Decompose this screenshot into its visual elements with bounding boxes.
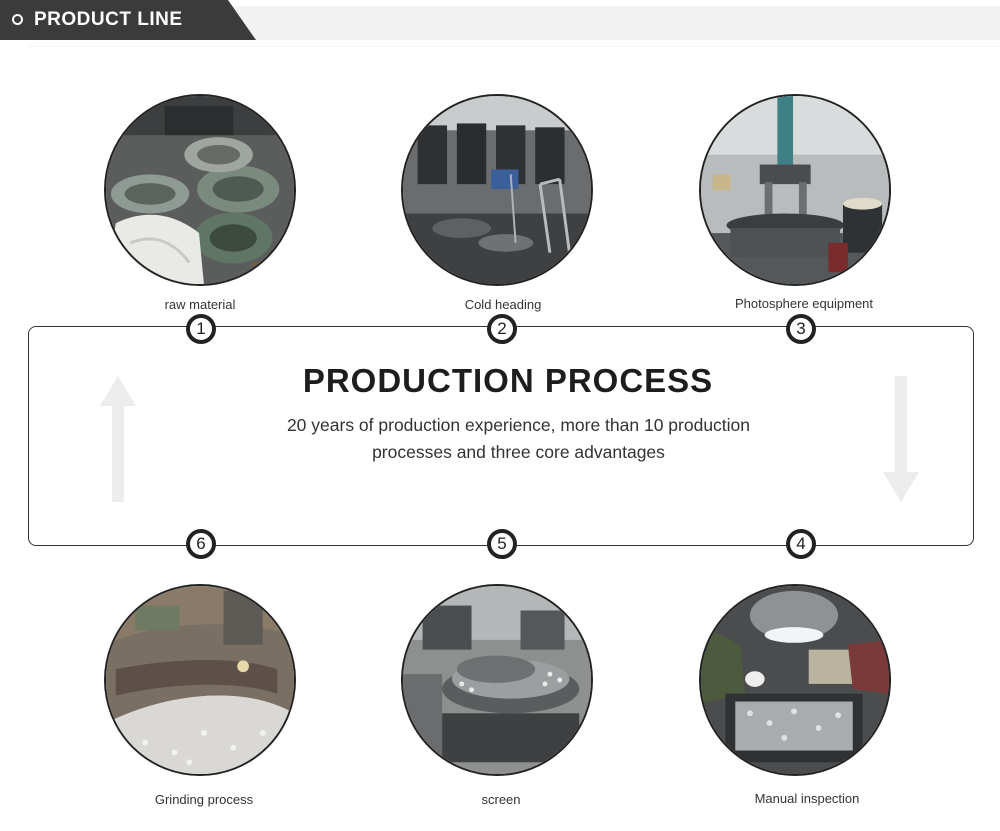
step-caption: Cold heading	[464, 297, 542, 312]
photo-raw-material	[104, 94, 296, 286]
step-number-badge: 3	[786, 314, 816, 344]
step-caption: Manual inspection	[754, 791, 860, 806]
photo-cold-heading	[401, 94, 593, 286]
step-caption: screen	[481, 792, 521, 807]
step-caption: Grinding process	[154, 792, 254, 807]
photosphere-equipment-image	[701, 96, 889, 284]
raw-material-image	[106, 96, 294, 284]
step-number-badge: 1	[186, 314, 216, 344]
step-caption: raw material	[164, 297, 236, 312]
screen-image	[403, 586, 591, 774]
process-description: 20 years of production experience, more …	[260, 412, 777, 466]
manual-inspection-image	[701, 586, 889, 774]
grinding-process-image	[106, 586, 294, 774]
header-divider	[28, 46, 1000, 47]
step-number-badge: 6	[186, 529, 216, 559]
photo-photosphere-equipment	[699, 94, 891, 286]
ring-bullet-icon	[12, 14, 23, 25]
photo-manual-inspection	[699, 584, 891, 776]
step-caption: Photosphere equipment	[734, 296, 874, 311]
step-number-badge: 5	[487, 529, 517, 559]
process-title: PRODUCTION PROCESS	[302, 362, 714, 399]
process-description-line: 20 years of production experience, more …	[286, 415, 751, 435]
process-description-line: processes and three core advantages	[372, 442, 665, 462]
photo-screen	[401, 584, 593, 776]
step-number-badge: 2	[487, 314, 517, 344]
arrow-down-icon	[883, 376, 919, 502]
cold-heading-image	[403, 96, 591, 284]
section-title: PRODUCT LINE	[34, 9, 183, 30]
step-number-badge: 4	[786, 529, 816, 559]
header-tab: PRODUCT LINE	[0, 0, 256, 40]
arrow-up-icon	[100, 376, 136, 502]
photo-grinding-process	[104, 584, 296, 776]
